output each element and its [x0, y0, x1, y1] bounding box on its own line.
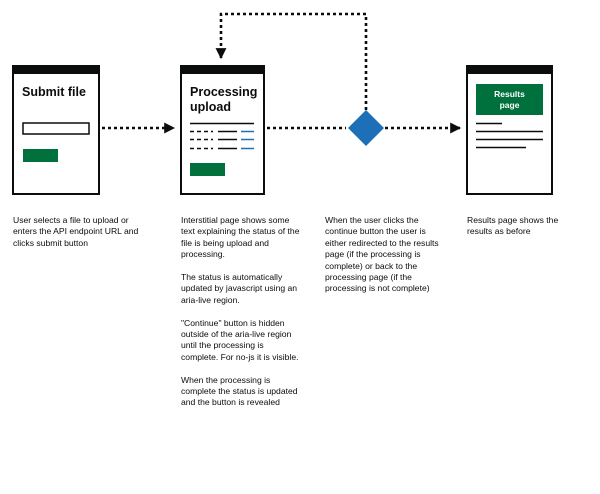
caption-decision-text: When the user clicks the continue button…: [325, 215, 439, 294]
processing-screen-header-bar: [181, 66, 264, 74]
continue-button: [190, 163, 225, 176]
caption-processing-p1: Interstitial page shows some text explai…: [181, 215, 300, 260]
results-banner-line2: page: [500, 100, 520, 110]
caption-processing-p3: "Continue" button is hidden outside of t…: [181, 317, 299, 362]
processing-screen-title-line1: Processing: [190, 85, 257, 99]
caption-submit: User selects a file to upload or enters …: [13, 215, 148, 249]
results-page-banner: [476, 84, 543, 115]
results-text-lines: [476, 122, 543, 149]
caption-results: Results page shows the results as before: [467, 215, 577, 238]
caption-results-text: Results page shows the results as before: [467, 215, 559, 237]
results-screen-header-bar: [467, 66, 552, 74]
processing-screen: Processing upload: [180, 65, 265, 195]
caption-processing: Interstitial page shows some text explai…: [181, 215, 303, 409]
decision-diamond: [348, 110, 384, 146]
results-banner-line1: Results: [494, 89, 525, 99]
results-screen: Results page: [466, 65, 553, 195]
arrow-decision-back-to-processing: [215, 12, 368, 110]
processing-screen-title-line2: upload: [190, 100, 231, 114]
submit-file-screen: Submit file: [12, 65, 100, 195]
submit-file-screen-title: Submit file: [22, 85, 86, 99]
caption-submit-text: User selects a file to upload or enters …: [13, 215, 139, 248]
submit-button: [23, 149, 58, 162]
caption-decision: When the user clicks the continue button…: [325, 215, 445, 295]
submit-file-screen-header-bar: [13, 66, 99, 74]
status-text-lines: [190, 122, 254, 150]
file-input-field: [22, 122, 90, 135]
caption-processing-p4: When the processing is complete the stat…: [181, 374, 298, 408]
caption-processing-p2: The status is automatically updated by j…: [181, 272, 298, 305]
